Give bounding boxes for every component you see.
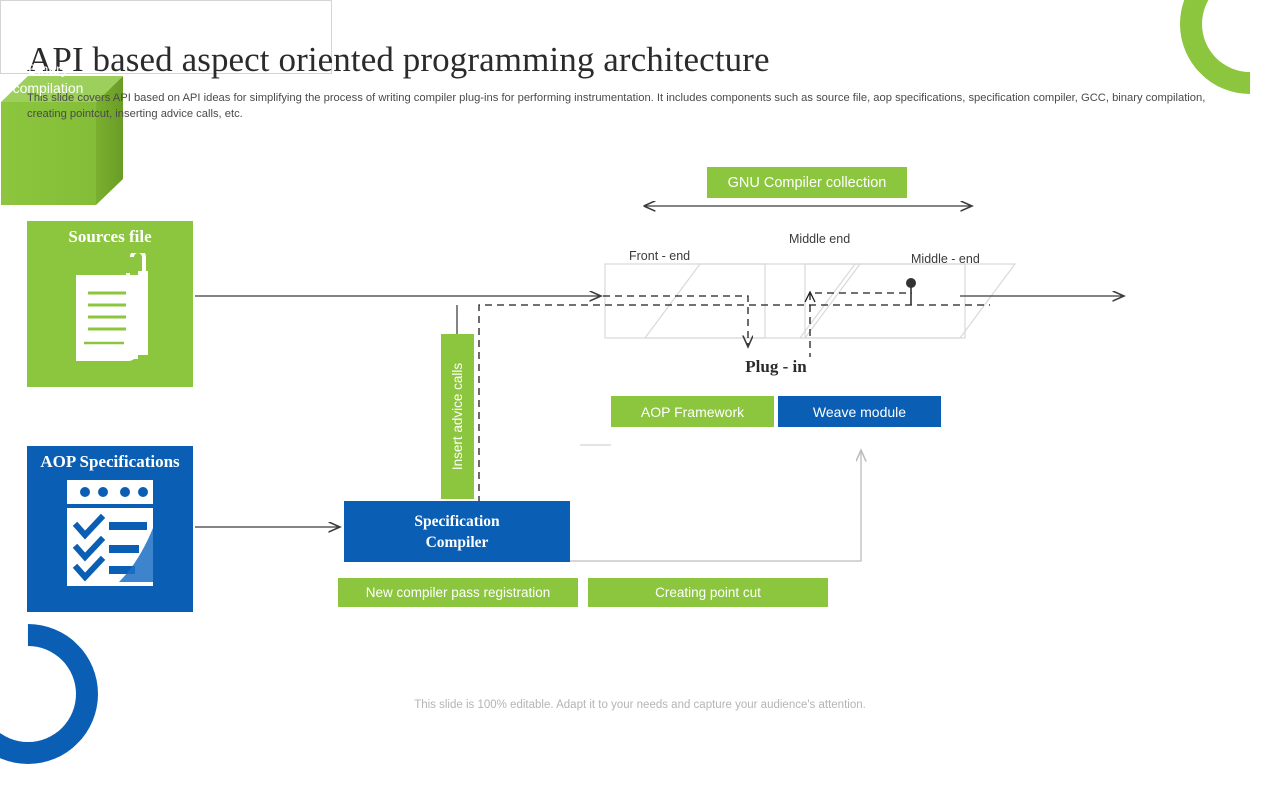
document-paperclip-icon	[27, 253, 193, 369]
aop-framework-label: AOP Framework	[640, 403, 745, 420]
page-title: API based aspect oriented programming ar…	[27, 40, 770, 79]
plugin-container	[0, 0, 332, 74]
specification-compiler-label-line1: Specification	[414, 512, 500, 530]
specification-compiler-label: Specification Compiler	[414, 511, 499, 553]
stage-label-front-end: Front - end	[629, 249, 691, 263]
node-creating-point-cut[interactable]: Creating point cut	[588, 578, 828, 607]
checklist-icon	[27, 478, 193, 590]
new-compiler-pass-label: New compiler pass registration	[365, 585, 551, 600]
stage-label-middle-end-right: Middle - end	[911, 252, 980, 266]
page-subtitle: This slide covers API based on API ideas…	[27, 92, 1206, 120]
decorative-ring-bottom-left	[0, 595, 127, 793]
creating-point-cut-label: Creating point cut	[655, 585, 761, 600]
binary-compilation-label-line2: compilation	[12, 80, 84, 96]
binary-compilation-label-line1: Binary	[28, 61, 68, 77]
sources-file-label: Sources file	[68, 227, 152, 246]
compiler-stage-shapes	[604, 263, 1017, 339]
gnu-compiler-collection-banner[interactable]: GNU Compiler collection	[707, 167, 907, 198]
binary-compilation-label: Binary compilation	[0, 60, 96, 98]
footer-note: This slide is 100% editable. Adapt it to…	[414, 699, 866, 711]
node-aop-framework[interactable]: AOP Framework	[611, 396, 774, 427]
specification-compiler-label-line2: Compiler	[425, 533, 489, 551]
aop-specifications-label: AOP Specifications	[40, 452, 180, 471]
node-weave-module[interactable]: Weave module	[778, 396, 941, 427]
arrow-up-middle-end	[804, 290, 816, 303]
node-new-compiler-pass-registration[interactable]: New compiler pass registration	[338, 578, 578, 607]
node-sources-file[interactable]: Sources file	[27, 221, 193, 387]
node-aop-specifications[interactable]: AOP Specifications	[27, 446, 193, 612]
plugin-label: Plug - in	[611, 357, 941, 377]
plugin-label-text: Plug - in	[735, 357, 817, 376]
weave-module-label: Weave module	[812, 403, 907, 420]
gnu-banner-label: GNU Compiler collection	[727, 174, 887, 191]
arrow-speccompiler-to-plugin	[570, 450, 861, 562]
node-binary-compilation[interactable]: Binary compilation	[0, 61, 124, 207]
node-specification-compiler[interactable]: Specification Compiler	[344, 501, 570, 562]
dashed-plugin-to-stage	[809, 292, 912, 360]
dashed-stage-line-upper	[603, 295, 748, 347]
node-insert-advice-calls[interactable]: Insert advice calls	[441, 334, 474, 499]
stage-label-middle-end-top: Middle end	[789, 232, 851, 246]
junction-dot	[906, 278, 916, 305]
insert-advice-calls-label: Insert advice calls	[450, 362, 466, 471]
